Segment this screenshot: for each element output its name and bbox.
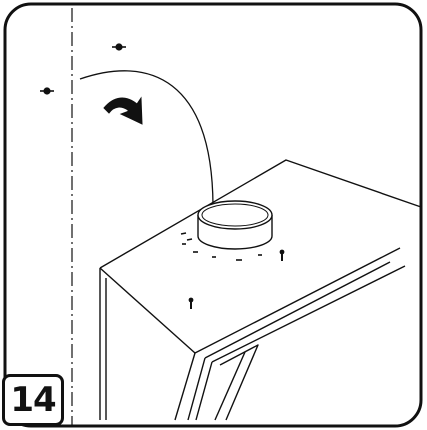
mounting-marks [180, 232, 262, 261]
step-number-badge: 14 [2, 374, 64, 426]
duct-collar [197, 200, 273, 250]
panel-frame [3, 2, 423, 428]
hood-body [99, 159, 422, 421]
screw-icon [40, 87, 54, 95]
movement-path [79, 70, 214, 206]
screw-icon [112, 43, 126, 51]
keyhole-slot-icon [279, 249, 285, 261]
curved-arrow-icon [103, 96, 143, 125]
keyhole-slot-icon [188, 297, 194, 309]
